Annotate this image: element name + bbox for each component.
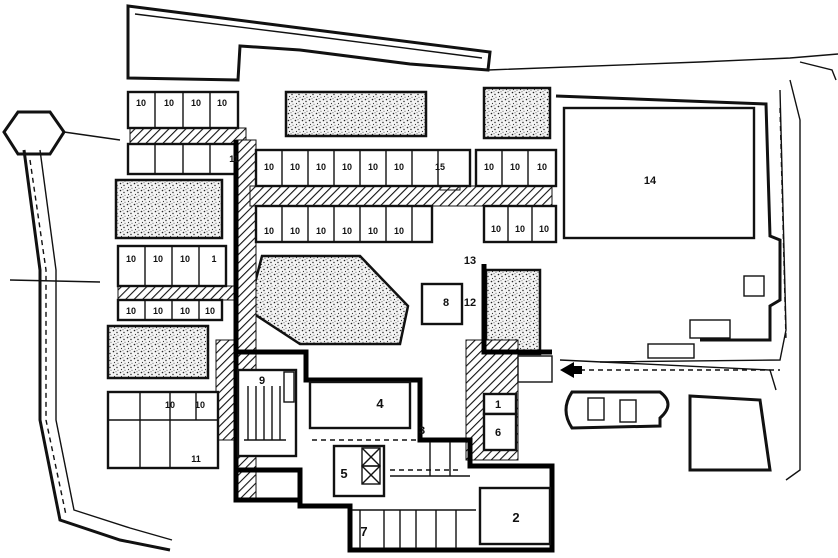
label-room-5: 5 [340,466,347,481]
label-block-11: 11 [191,454,201,464]
label-unit: 10 [394,162,404,172]
courtyard-left-1 [114,178,224,240]
room-2 [478,486,552,546]
area-14 [555,94,782,359]
label-room-15: 15 [435,162,445,172]
courtyard-top-right [482,86,552,140]
label-room-7: 7 [360,524,367,539]
label-room-6: 6 [495,427,501,439]
courtyard-top [284,90,428,138]
label-unit: 10 [195,400,205,410]
label-unit: 10 [537,162,547,172]
label-unit: 10 [136,98,146,108]
label-unit: 10 [368,226,378,236]
label-unit: 10 [316,226,326,236]
label-room-13: 13 [464,255,476,267]
label-unit: 10 [290,226,300,236]
label-unit: 10 [165,400,175,410]
label-unit: 10 [368,162,378,172]
site-boundary [2,4,838,552]
label-unit: 10 [510,162,520,172]
courtyard-left-2 [106,324,210,380]
label-unit: 10 [484,162,494,172]
elevator-cross-icon [361,447,381,485]
label-unit: 10 [394,226,404,236]
stair-icon [244,371,295,441]
room-4 [308,380,412,430]
label-unit: 10 [191,98,201,108]
courtyard-center [246,254,410,346]
label-unit: 10 [153,254,163,264]
label-unit: 10 [491,224,501,234]
label-unit: 10 [342,162,352,172]
service-core [233,140,555,553]
label-room-9: 9 [259,375,265,387]
label-unit: 10 [264,226,274,236]
entrance-arrow-icon [517,355,780,383]
label-unit: 10 [153,306,163,316]
label-block-11: 11 [229,154,239,164]
label-unit: 10 [539,224,549,234]
label-unit: 10 [205,306,215,316]
label-room-1: 1 [495,399,501,411]
label-unit: 10 [217,98,227,108]
label-unit: 10 [180,306,190,316]
label-room-14: 14 [644,175,657,187]
label-unit: 10 [180,254,190,264]
room-8 [420,282,464,326]
label-unit: 10 [126,254,136,264]
label-unit: 10 [264,162,274,172]
label-unit: 10 [290,162,300,172]
label-unit: 10 [515,224,525,234]
label-unit-short: 1 [211,254,216,264]
label-unit: 10 [126,306,136,316]
label-unit: 10 [316,162,326,172]
label-room-8: 8 [443,297,449,309]
label-room-12: 12 [464,297,476,309]
label-room-4: 4 [376,396,384,411]
residential-blocks [106,90,558,470]
label-room-3: 3 [419,425,425,437]
label-unit: 10 [164,98,174,108]
label-unit: 10 [342,226,352,236]
room-9 [236,368,298,458]
label-room-2: 2 [512,510,519,525]
room-labels: 10 10 10 10 11 10 10 10 10 10 10 15 10 1… [126,98,657,539]
